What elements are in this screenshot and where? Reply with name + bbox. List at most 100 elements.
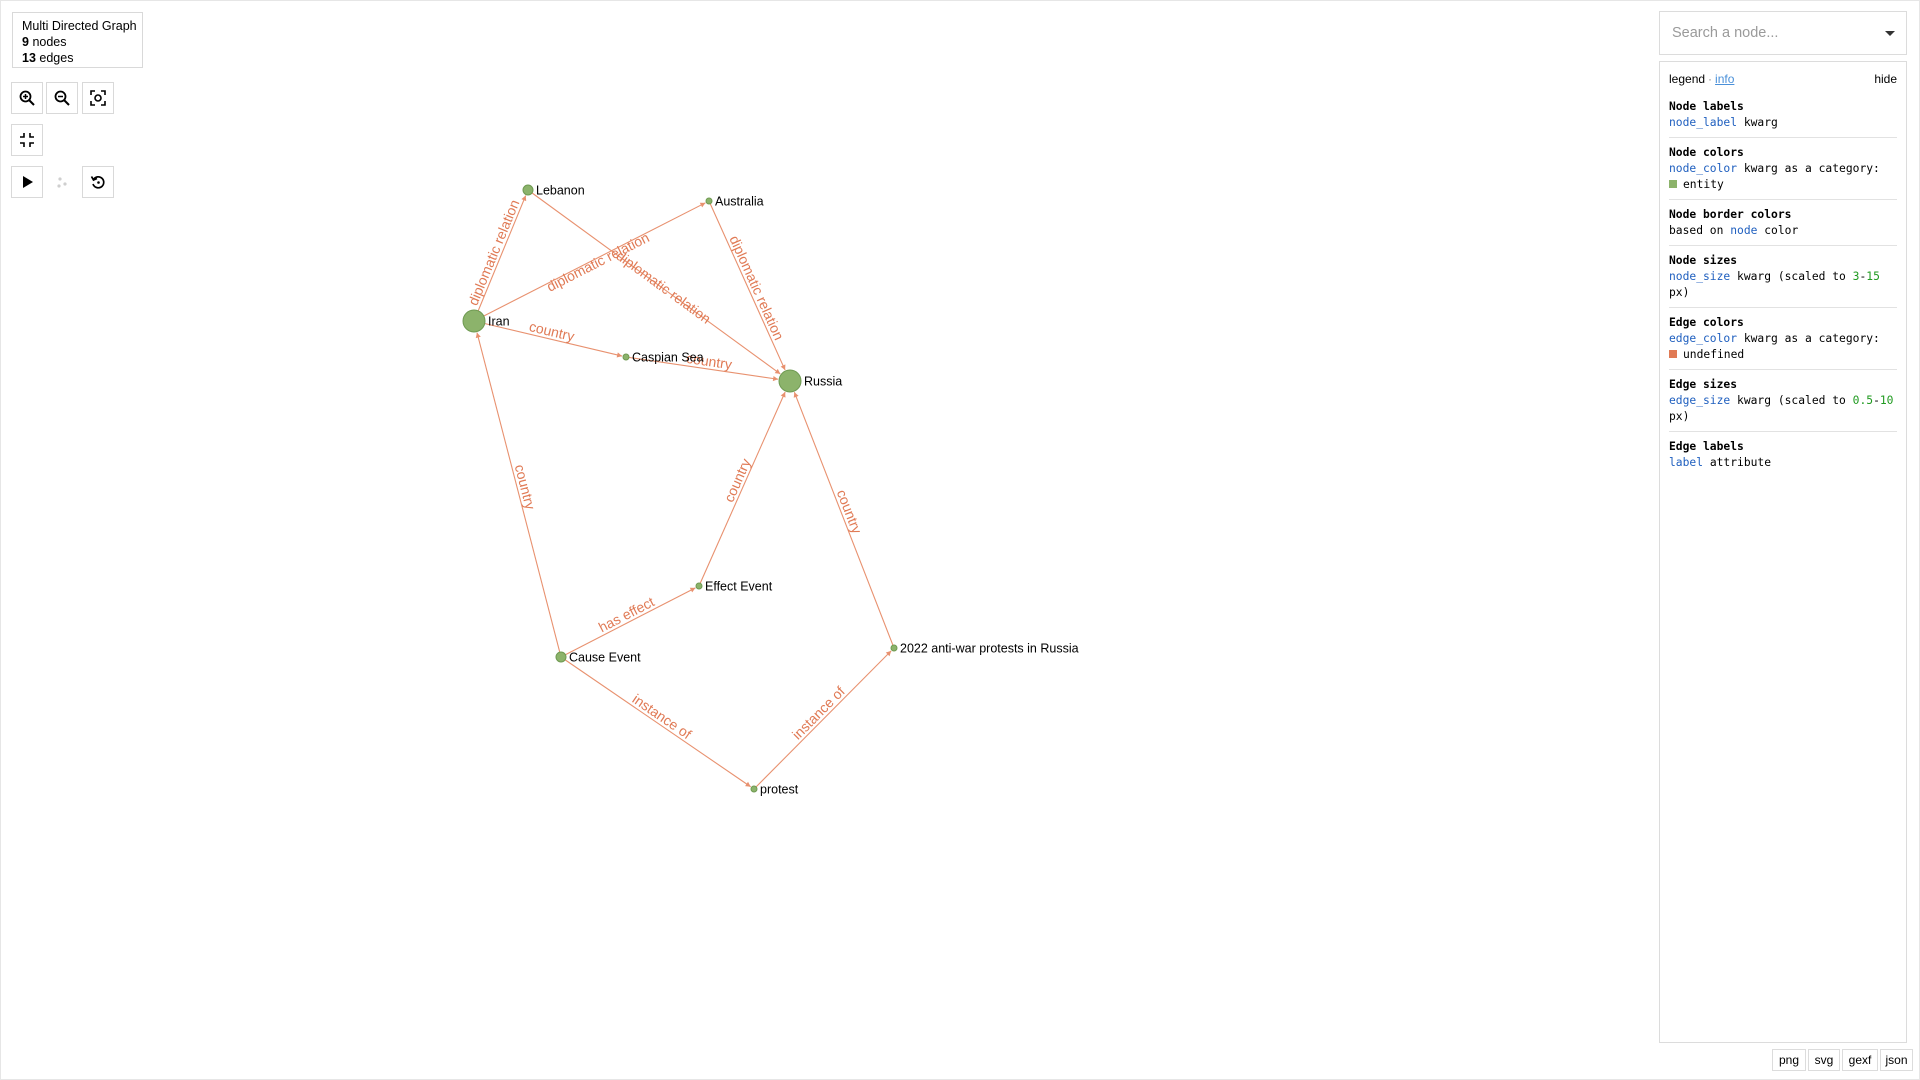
legend-keyword: edge_color [1669, 332, 1738, 345]
node-search[interactable] [1659, 11, 1907, 55]
node-circle[interactable] [522, 184, 534, 196]
graph-edge[interactable] [473, 195, 527, 322]
legend-section-body: node_label kwarg [1669, 115, 1897, 131]
graph-node-cause[interactable]: Cause Event [555, 651, 641, 665]
graph-edge[interactable] [476, 332, 562, 658]
graph-edge[interactable] [793, 391, 895, 649]
edge-arrowhead [745, 781, 751, 787]
node-label: Effect Event [705, 580, 773, 594]
graph-node-australia[interactable]: Australia [705, 195, 764, 209]
legend-section-node-border-colors: Node border colors based on node color [1669, 207, 1897, 246]
search-input[interactable] [1660, 12, 1882, 54]
graph-node-protest[interactable]: protest [750, 783, 799, 797]
export-png-button[interactable]: png [1772, 1049, 1806, 1071]
hide-legend-button[interactable]: hide [1874, 72, 1897, 86]
graph-edge[interactable] [527, 189, 781, 375]
node-count: 9 nodes [22, 34, 142, 50]
graph-node-iran[interactable]: Iran [462, 309, 510, 333]
chevron-down-icon[interactable] [1884, 27, 1896, 39]
node-circle[interactable] [555, 651, 567, 663]
graph-edge[interactable] [625, 356, 779, 380]
graph-edge[interactable] [473, 320, 623, 357]
node-count-value: 9 [22, 35, 29, 49]
zoom-in-button[interactable] [11, 82, 43, 114]
minimize-button[interactable] [11, 124, 43, 156]
graph-node-lebanon[interactable]: Lebanon [522, 184, 585, 198]
graph-node-protests[interactable]: 2022 anti-war protests in Russia [890, 642, 1079, 656]
legend-section-node-colors: Node colors node_color kwarg as a catego… [1669, 145, 1897, 200]
export-json-button[interactable]: json [1880, 1049, 1913, 1071]
fit-view-button[interactable] [82, 82, 114, 114]
node-circle[interactable] [622, 353, 630, 361]
graph-edge[interactable] [560, 656, 752, 788]
legend-keyword: label [1669, 456, 1704, 469]
legend-text: kwarg (scaled to [1730, 270, 1853, 283]
zoom-out-button[interactable] [46, 82, 78, 114]
graph-node-caspian[interactable]: Caspian Sea [622, 351, 704, 365]
legend-text: px) [1669, 286, 1690, 299]
graph-edge[interactable] [698, 391, 786, 587]
play-layout-button[interactable] [11, 166, 43, 198]
legend-text: attribute [1703, 456, 1772, 469]
legend-section-body: edge_size kwarg (scaled to 0.5-10 px) [1669, 393, 1897, 425]
graph-edge[interactable] [473, 202, 706, 322]
info-tab-link[interactable]: info [1715, 72, 1735, 86]
legend-keyword: node_label [1669, 116, 1738, 129]
legend-tab[interactable]: legend [1669, 72, 1706, 86]
node-circle[interactable] [705, 197, 713, 205]
edges-layer [473, 189, 895, 790]
legend-text: based on [1669, 224, 1731, 237]
legend-section-edge-colors: Edge colors edge_color kwarg as a catego… [1669, 315, 1897, 370]
legend-category-entity: entity [1669, 177, 1897, 193]
minimize-icon [20, 133, 34, 147]
node-label: Caspian Sea [632, 351, 704, 365]
graph-edge[interactable] [560, 587, 696, 658]
graph-node-effect[interactable]: Effect Event [695, 580, 773, 594]
legend-text: - [1873, 394, 1880, 407]
graph-node-russia[interactable]: Russia [778, 369, 842, 393]
legend-keyword: node_size [1669, 270, 1731, 283]
node-circle[interactable] [778, 369, 802, 393]
legend-section-title: Node border colors [1669, 208, 1792, 221]
node-count-word: nodes [32, 35, 67, 49]
graph-edge[interactable] [708, 200, 786, 371]
legend-number: 0.5 [1852, 394, 1874, 407]
node-label: Australia [715, 195, 764, 209]
legend-keyword: node_color [1669, 162, 1738, 175]
edge-label: country [528, 318, 576, 344]
legend-keyword: node [1730, 224, 1758, 237]
graph-edge[interactable] [753, 650, 892, 790]
legend-section-title: Edge labels [1669, 440, 1744, 453]
edge-label: country [512, 463, 539, 511]
legend-section-node-sizes: Node sizes node_size kwarg (scaled to 3-… [1669, 253, 1897, 308]
node-circle[interactable] [890, 644, 898, 652]
layout-dots-button[interactable] [46, 166, 78, 198]
edge-count-word: edges [39, 51, 74, 65]
edge-arrowhead [616, 352, 623, 358]
node-label: Cause Event [569, 651, 641, 665]
edge-label: diplomatic relation [465, 197, 523, 307]
zoom-in-icon [19, 90, 35, 106]
export-gexf-button[interactable]: gexf [1842, 1049, 1878, 1071]
node-circle[interactable] [462, 309, 486, 333]
edge-arrowhead [521, 195, 527, 202]
node-circle[interactable] [750, 785, 758, 793]
edge-arrowhead [780, 391, 786, 398]
fit-view-icon [90, 90, 106, 106]
edge-label: diplomatic relation [726, 233, 787, 342]
edge-count-value: 13 [22, 51, 36, 65]
zoom-out-icon [54, 90, 70, 106]
legend-section-body: based on node color [1669, 223, 1897, 239]
export-svg-button[interactable]: svg [1808, 1049, 1840, 1071]
legend-category-undefined: undefined [1669, 347, 1897, 363]
node-circle[interactable] [695, 582, 703, 590]
edge-label: country [834, 487, 866, 536]
legend-section-title: Node sizes [1669, 254, 1738, 267]
legend-header: legend·info hide [1669, 71, 1897, 89]
reset-layout-button[interactable] [82, 166, 114, 198]
edge-arrowhead [793, 392, 799, 398]
node-color-swatch [1669, 180, 1677, 188]
